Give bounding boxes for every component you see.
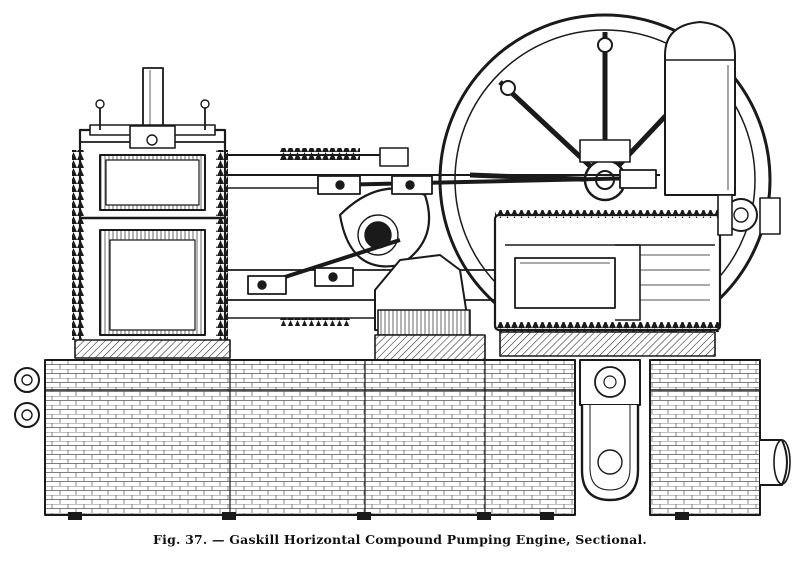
connecting-rods [247, 147, 657, 295]
low-pressure-steam-cylinder [493, 210, 722, 357]
masonry-foundation [44, 359, 761, 520]
left-valve-wheels [14, 367, 40, 428]
exhaust-stack [142, 67, 164, 131]
suction-pipe [580, 405, 640, 502]
piston-rods [225, 148, 660, 326]
crank-disc [338, 187, 431, 268]
engine-frame [374, 254, 486, 361]
discharge-pipe [760, 439, 791, 486]
valve-chambers [579, 194, 781, 406]
air-chamber [664, 21, 736, 196]
vertical-pump-cylinders [72, 99, 231, 359]
figure-caption: Fig. 37. — Gaskill Horizontal Compound P… [153, 532, 647, 547]
